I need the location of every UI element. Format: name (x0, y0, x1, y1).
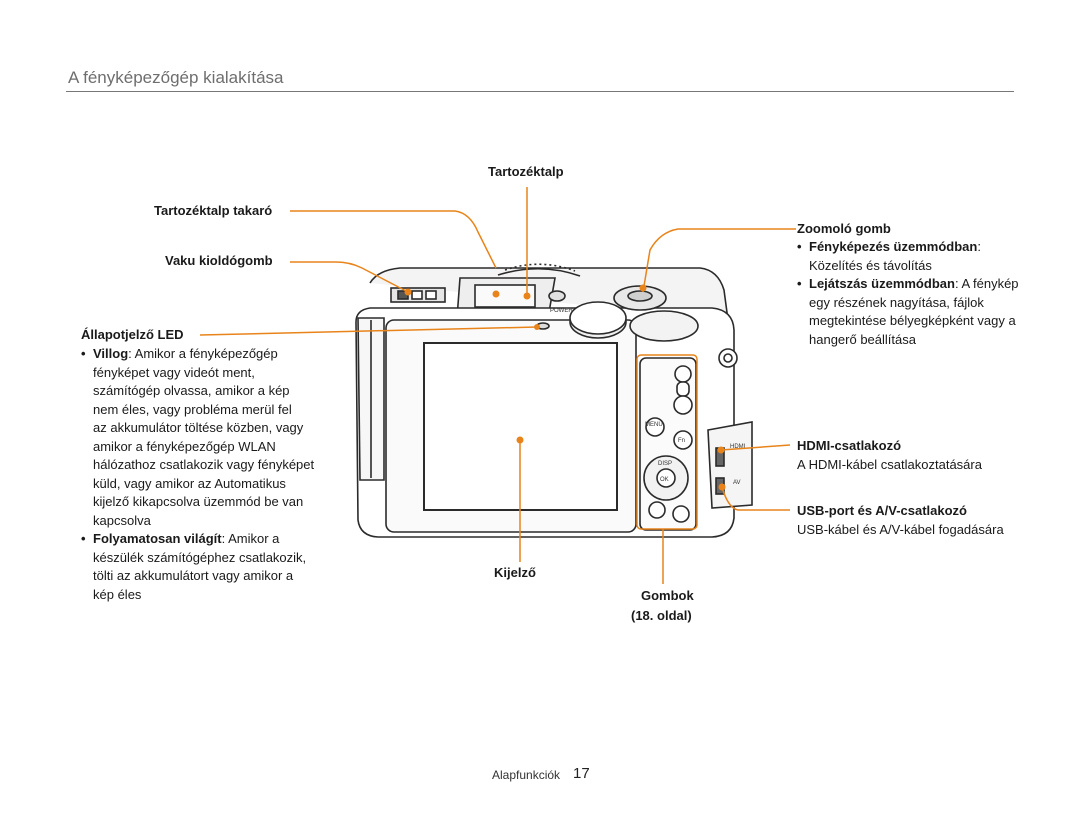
led-blink-line-1: fényképet vagy videót ment, (93, 364, 255, 380)
led-blink-line-0: : Amikor a fényképezőgép (128, 346, 278, 361)
ok-text: OK (660, 477, 669, 483)
page-title: A fényképezőgép kialakítása (68, 68, 284, 87)
label-zoom: Zoomoló gomb (797, 221, 891, 236)
callout-buttons-frame (636, 354, 698, 530)
label-accessory-shoe: Tartozéktalp (488, 164, 564, 179)
zoom-play-line-1: megtekintése bélyegképként vagy a (809, 313, 1016, 328)
label-usb: USB-port és A/V-csatlakozó (797, 503, 968, 518)
zoom-shoot-tail: : (977, 239, 981, 254)
label-status-led: Állapotjelző LED (81, 327, 184, 342)
page-number: 17 (573, 765, 590, 782)
power-text: POWER (550, 308, 573, 314)
hdmi-description: A HDMI-kábel csatlakoztatására (797, 457, 982, 472)
led-steady-line-0: : Amikor a (221, 531, 280, 546)
led-steady-line-1: készülék számítógéphez csatlakozik, (93, 549, 307, 565)
callout-dots (404, 284, 726, 491)
zoom-play-tail: : A fénykép (954, 276, 1019, 291)
callout-shoe-cover (290, 210, 497, 269)
zoom-description: Fényképezés üzemmódban: Közelítés és táv… (797, 238, 1019, 349)
callout-zoom (642, 228, 796, 293)
label-flash-release: Vaku kioldógomb (165, 253, 273, 268)
led-blink-line-3: nem éles, vagy probléma merül fel (93, 401, 292, 417)
footer-section: Alapfunkciók (492, 768, 561, 782)
label-buttons-page: (18. oldal) (631, 608, 692, 623)
hdmi-port-text: HDMI (730, 444, 746, 450)
camera-body (355, 263, 753, 538)
led-steady-head: Folyamatosan világít (93, 531, 222, 546)
usb-description: USB-kábel és A/V-kábel fogadására (797, 522, 1004, 537)
led-blink-head: Villog (93, 346, 129, 361)
disp-text: DISP (658, 461, 672, 467)
label-display: Kijelző (494, 565, 536, 580)
menu-text: MENU (645, 422, 663, 428)
zoom-play-head: Lejátszás üzemmódban (809, 276, 955, 291)
callout-lines (199, 187, 796, 584)
led-blink-line-5: amikor a fényképezőgép WLAN (93, 438, 276, 454)
led-blink-line-4: az akkumulátor töltése közben, vagy (93, 420, 304, 435)
led-steady-line-3: kép éles (93, 586, 142, 602)
callout-usb (721, 486, 790, 511)
camera-body-labels: POWER MENU Fn OK DISP HDMI AV (550, 308, 746, 486)
zoom-play-line-0: egy részének nagyítása, fájlok (809, 294, 984, 310)
led-steady-line-2: tölti az akkumulátort vagy amikor a (93, 568, 294, 583)
led-blink-line-8: kijelző kikapcsolva üzemmód be van (93, 494, 304, 509)
led-blink-line-7: küld, vagy amikor az Automatikus (93, 475, 286, 491)
led-description: Villog: Amikor a fényképezőgép fényképet… (81, 345, 314, 604)
callout-led (199, 326, 538, 336)
led-blink-line-2: számítógép olvassa, amikor a kép (93, 383, 290, 398)
zoom-play-line-2: hangerő beállítása (809, 331, 916, 347)
label-buttons: Gombok (641, 588, 694, 603)
label-hdmi: HDMI-csatlakozó (797, 438, 902, 453)
fn-text: Fn (678, 438, 685, 444)
label-shoe-cover: Tartozéktalp takaró (154, 203, 273, 218)
led-blink-line-6: hálózathoz csatlakozik vagy fényképet (93, 457, 315, 472)
callout-hdmi (720, 444, 791, 451)
led-blink-line-9: kapcsolva (93, 512, 151, 528)
av-port-text: AV (733, 480, 741, 486)
header-divider (66, 91, 1014, 92)
zoom-shoot-line2: Közelítés és távolítás (809, 257, 932, 273)
callout-flash-release (290, 261, 409, 293)
zoom-shoot-head: Fényképezés üzemmódban (809, 239, 978, 254)
